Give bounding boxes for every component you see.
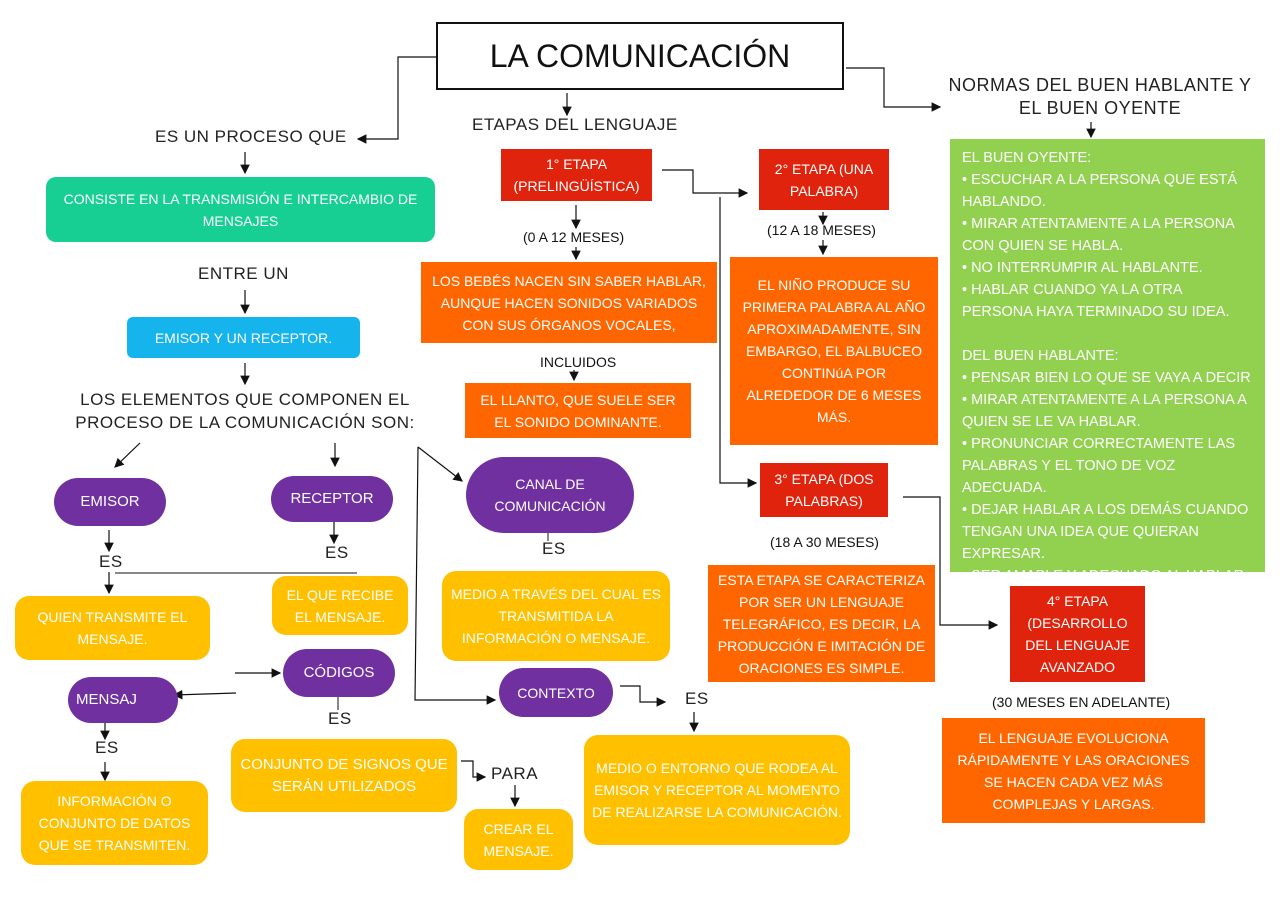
main-title: LA COMUNICACIÓN — [436, 22, 844, 90]
contexto-definition: MEDIO O ENTORNO QUE RODEA AL EMISOR Y RE… — [584, 735, 850, 845]
normas-line: • MIRAR ATENTAMENTE A LA PERSONA CON QUI… — [962, 216, 1235, 254]
normas-line: • PENSAR BIEN LO QUE SE VAYA A DECIR — [962, 370, 1251, 386]
canal-definition: MEDIO A TRAVÉS DEL CUAL ES TRANSMITIDA L… — [442, 571, 670, 661]
emisor-node: EMISOR — [54, 478, 166, 526]
arrow — [417, 446, 463, 482]
arrow — [719, 197, 758, 488]
arrow — [662, 169, 749, 198]
etapa-1-age: (0 A 12 MESES) — [523, 229, 625, 245]
normas-line: EL BUEN OYENTE: — [962, 150, 1092, 166]
codigos-node: CÓDIGOS — [283, 649, 395, 697]
etapa-2-box: 2° ETAPA (UNA PALABRA) — [759, 149, 889, 210]
es-label: ES — [542, 539, 566, 558]
normas-line: • HABLAR CUANDO YA LA OTRA PERSONA HAYA … — [962, 282, 1230, 320]
arrow — [903, 496, 999, 630]
etapa-1-description: LOS BEBÉS NACEN SIN SABER HABLAR, AUNQUE… — [421, 262, 717, 343]
etapa-3-box: 3° ETAPA (DOS PALABRAS) — [760, 463, 888, 517]
etapa-3-age: (18 A 30 MESES) — [770, 534, 879, 550]
es-label: ES — [328, 709, 352, 728]
arrow — [414, 446, 497, 705]
codigos-definition: CONJUNTO DE SIGNOS QUE SERÁN UTILIZADOS — [231, 739, 457, 812]
arrow — [461, 760, 487, 782]
contexto-node: CONTEXTO — [499, 668, 613, 717]
normas-line: DEL BUEN HABLANTE: — [962, 348, 1119, 364]
etapa-4-box: 4° ETAPA (DESARROLLO DEL LENGUAJE AVANZA… — [1010, 586, 1145, 682]
elementos-label: LOS ELEMENTOS QUE COMPONEN EL PROCESO DE… — [75, 390, 415, 432]
normas-box: EL BUEN OYENTE: • ESCUCHAR A LA PERSONA … — [950, 139, 1265, 584]
normas-line: • MIRAR ATENTAMENTE A LA PERSONA A QUIEN… — [962, 392, 1247, 430]
mensaje-definition: INFORMACIÓN O CONJUNTO DE DATOS QUE SE T… — [21, 781, 208, 865]
normas-heading: NORMAS DEL BUEN HABLANTE Y EL BUEN OYENT… — [948, 75, 1252, 118]
arrow — [620, 685, 667, 707]
etapa-2-description: EL NIÑO PRODUCE SU PRIMERA PALABRA AL AÑ… — [730, 257, 938, 445]
normas-line: • NO INTERRUMPIR AL HABLANTE. — [962, 260, 1203, 276]
normas-line — [962, 323, 1253, 345]
etapa-2-age: (12 A 18 MESES) — [767, 222, 876, 238]
es-un-proceso-label: ES UN PROCESO QUE — [155, 127, 347, 146]
emisor-definition: QUIEN TRANSMITE EL MENSAJE. — [15, 596, 210, 660]
es-label: ES — [99, 552, 123, 571]
etapa-4-description: EL LENGUAJE EVOLUCIONA RÁPIDAMENTE Y LAS… — [942, 718, 1205, 823]
emisor-receptor-box: EMISOR Y UN RECEPTOR. — [127, 317, 360, 358]
consiste-box: CONSISTE EN LA TRANSMISIÓN E INTERCAMBIO… — [46, 177, 435, 242]
entre-un-label: ENTRE UN — [198, 264, 289, 283]
canal-node: CANAL DE COMUNICACIÓN — [466, 457, 634, 533]
receptor-node: RECEPTOR — [271, 476, 393, 522]
normas-line: • DEJAR HABLAR A LOS DEMÁS CUANDO TENGAN… — [962, 502, 1249, 562]
arrow — [114, 442, 141, 468]
incluidos-label: INCLUIDOS — [540, 354, 617, 370]
llanto-box: EL LLANTO, QUE SUELE SER EL SONIDO DOMIN… — [465, 383, 691, 438]
etapa-3-description: ESTA ETAPA SE CARACTERIZA POR SER UN LEN… — [708, 565, 935, 682]
normas-line: • SER AMABLE Y ADECUADO AL HABLAR. — [962, 568, 1249, 584]
para-label: PARA — [491, 764, 539, 783]
normas-line: • ESCUCHAR A LA PERSONA QUE ESTÁ HABLAND… — [962, 172, 1238, 210]
normas-line: • PRONUNCIAR CORRECTAMENTE LAS PALABRAS … — [962, 436, 1236, 496]
arrow — [846, 67, 942, 112]
etapa-4-age: (30 MESES EN ADELANTE) — [992, 694, 1171, 710]
etapa-1-box: 1° ETAPA (PRELINGÜÍSTICA) — [501, 149, 652, 201]
arrow — [172, 689, 237, 700]
receptor-definition: EL QUE RECIBE EL MENSAJE. — [272, 576, 408, 635]
es-label: ES — [685, 689, 709, 708]
mensaje-node: MENSAJ — [68, 677, 178, 723]
es-label: ES — [325, 543, 349, 562]
etapas-heading: ETAPAS DEL LENGUAJE — [472, 115, 678, 134]
arrow — [356, 56, 436, 144]
es-label: ES — [95, 738, 119, 757]
crear-mensaje-box: CREAR EL MENSAJE. — [464, 809, 573, 870]
